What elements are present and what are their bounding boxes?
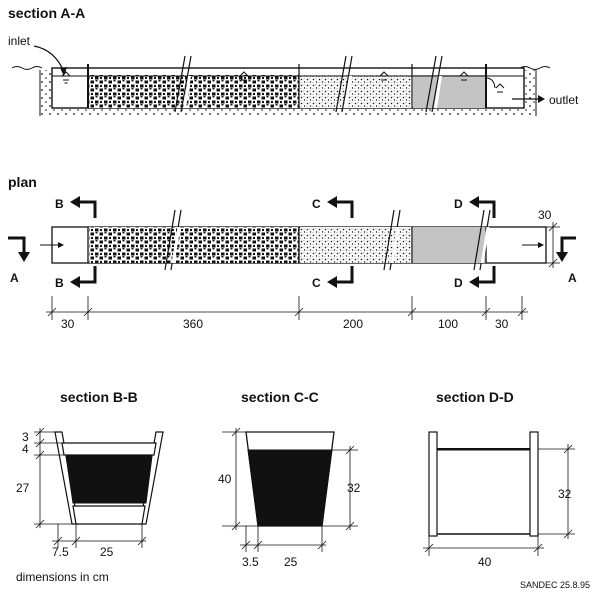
plan-length-dimensions — [46, 296, 528, 320]
cut-label-b-bottom: B — [55, 276, 64, 290]
plan-coarse-media — [89, 227, 299, 263]
cc-dim-3-5: 3.5 — [242, 555, 259, 569]
cc-dim-32: 32 — [347, 481, 361, 495]
section-cc-title: section C-C — [241, 389, 319, 405]
cc-dim-25: 25 — [284, 555, 298, 569]
cut-marker-c-bottom — [333, 266, 354, 284]
bb-dim-25: 25 — [100, 545, 114, 559]
plan-width-value: 30 — [538, 208, 552, 222]
soil-surround — [40, 70, 536, 116]
water-level-symbols — [61, 71, 505, 93]
bb-dim-3: 3 — [22, 430, 29, 444]
overflow-weir — [485, 77, 496, 89]
plan-fine-media — [413, 227, 486, 263]
inlet-label: inlet — [8, 34, 31, 48]
plan-title: plan — [8, 174, 37, 190]
section-cc-dimensions — [222, 427, 358, 552]
dim-medium-length: 200 — [343, 317, 363, 331]
fine-media-section — [413, 75, 485, 108]
cut-marker-c-top — [333, 200, 354, 218]
dd-dim-40: 40 — [478, 555, 492, 569]
cut-marker-a-left — [8, 236, 26, 258]
ground-line-right — [519, 66, 551, 70]
bb-dim-27: 27 — [16, 481, 30, 495]
dd-dim-32: 32 — [558, 487, 572, 501]
medium-media-section — [300, 75, 412, 108]
cc-dim-40: 40 — [218, 472, 232, 486]
cut-label-c-top: C — [312, 197, 321, 211]
dim-fine-length: 100 — [438, 317, 458, 331]
cut-marker-b-top — [76, 200, 97, 218]
bb-dim-4: 4 — [22, 442, 29, 456]
section-aa-title: section A-A — [8, 5, 85, 21]
ground-line-left — [11, 66, 43, 70]
outlet-label: outlet — [549, 93, 579, 107]
section-bb-dimensions — [34, 427, 147, 548]
bb-dim-7-5: 7.5 — [52, 545, 69, 559]
section-dd-dimensions — [423, 444, 575, 556]
inlet-arrow-head — [60, 67, 67, 76]
cut-marker-b-bottom — [76, 266, 97, 284]
plan-width-dimension — [546, 222, 560, 268]
units-note: dimensions in cm — [16, 570, 109, 584]
cut-label-c-bottom: C — [312, 276, 321, 290]
cut-label-a-right: A — [568, 271, 577, 285]
section-bb-drawing — [54, 431, 164, 525]
section-dd-drawing — [428, 431, 539, 537]
cut-label-b-top: B — [55, 197, 64, 211]
cut-label-d-top: D — [454, 197, 463, 211]
dim-inlet-length: 30 — [61, 317, 75, 331]
credit-note: SANDEC 25.8.95 — [520, 580, 590, 590]
section-dd-title: section D-D — [436, 389, 514, 405]
coarse-media-section — [89, 75, 299, 108]
cut-label-a-left: A — [10, 271, 19, 285]
section-cc-drawing — [245, 431, 335, 527]
dim-coarse-length: 360 — [183, 317, 203, 331]
dim-outlet-length: 30 — [495, 317, 509, 331]
cut-marker-d-top — [475, 200, 496, 218]
section-bb-title: section B-B — [60, 389, 138, 405]
break-marks-aa — [174, 55, 443, 113]
cut-marker-d-bottom — [475, 266, 496, 284]
cut-label-d-bottom: D — [454, 276, 463, 290]
outlet-arrow-head — [538, 95, 545, 103]
cut-marker-a-right — [560, 236, 576, 258]
